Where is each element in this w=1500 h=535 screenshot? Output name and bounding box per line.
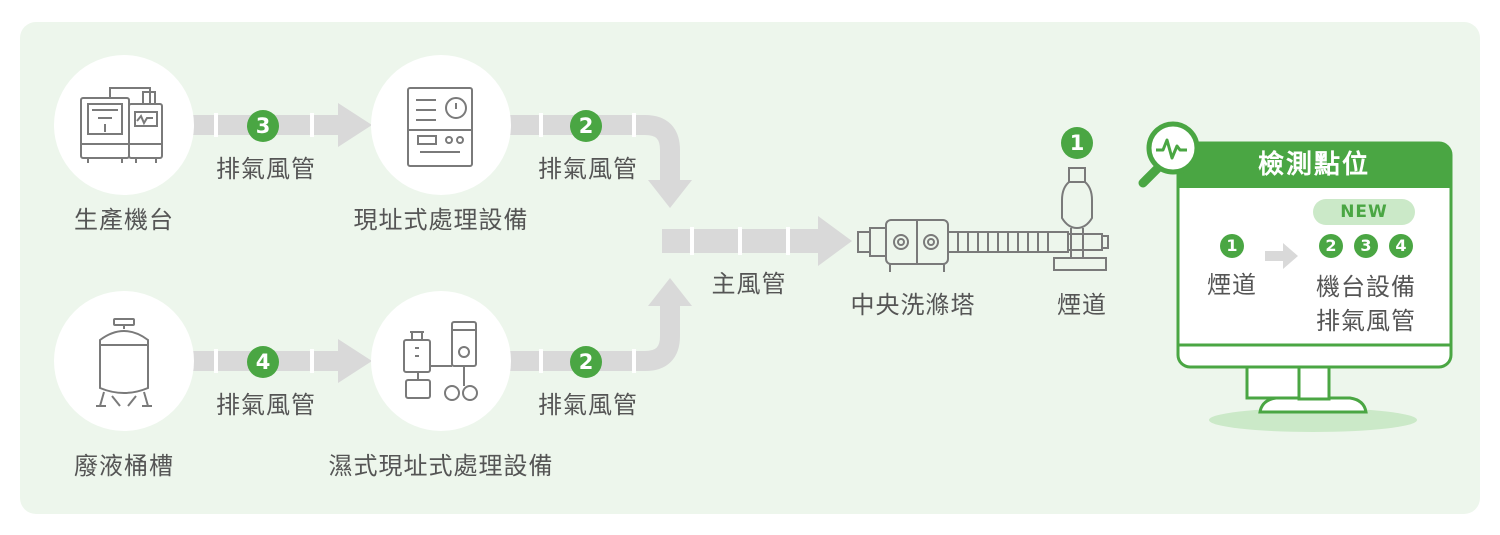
magnifier-icon	[1138, 121, 1200, 188]
stack-label: 煙道	[1057, 291, 1107, 319]
wet-onsite-exhaust-label: 排氣風管	[538, 391, 638, 419]
monitor-after-label-line2: 排氣風管	[1316, 307, 1416, 335]
main-duct-pipe	[662, 216, 852, 266]
pipe-onsite-to-main	[510, 113, 692, 208]
point-badge-1-stack: 1	[1061, 127, 1093, 159]
waste-tank-label: 廢液桶槽	[74, 452, 174, 480]
machine-icon	[54, 55, 194, 195]
pipe-tank-to-wet-onsite	[190, 339, 372, 383]
point-badge-4: 4	[247, 346, 279, 378]
wet-onsite-equipment-label: 濕式現址式處理設備	[328, 452, 554, 480]
pipe-machine-to-onsite	[190, 103, 372, 147]
tank-exhaust-label: 排氣風管	[216, 391, 316, 419]
stack-icon	[1053, 167, 1109, 271]
pipe-wet-onsite-to-main	[510, 278, 692, 373]
scrubber-label: 中央洗滌塔	[850, 291, 976, 319]
point-badge-2-lower: 2	[570, 346, 602, 378]
main-duct-label: 主風管	[711, 270, 787, 298]
monitor-after-label-line1: 機台設備	[1316, 273, 1416, 301]
monitor-badge-1: 1	[1220, 234, 1244, 258]
monitor-before-label: 煙道	[1207, 271, 1257, 299]
machine-label: 生產機台	[74, 206, 174, 234]
onsite-exhaust-label: 排氣風管	[538, 155, 638, 183]
point-badge-3: 3	[247, 110, 279, 142]
new-tag: NEW	[1313, 199, 1415, 225]
point-badge-2-upper: 2	[570, 110, 602, 142]
monitor-title: 檢測點位	[1257, 150, 1371, 180]
scrubber-icon	[857, 219, 1069, 272]
wet-onsite-equipment-icon	[371, 291, 511, 431]
monitor-badge-2: 2	[1319, 234, 1343, 258]
monitor-badge-4: 4	[1389, 234, 1413, 258]
monitor-badge-3: 3	[1354, 234, 1378, 258]
waste-tank-icon	[54, 291, 194, 431]
onsite-equipment-icon	[371, 55, 511, 195]
machine-exhaust-label: 排氣風管	[216, 155, 316, 183]
onsite-equipment-label: 現址式處理設備	[353, 206, 529, 234]
